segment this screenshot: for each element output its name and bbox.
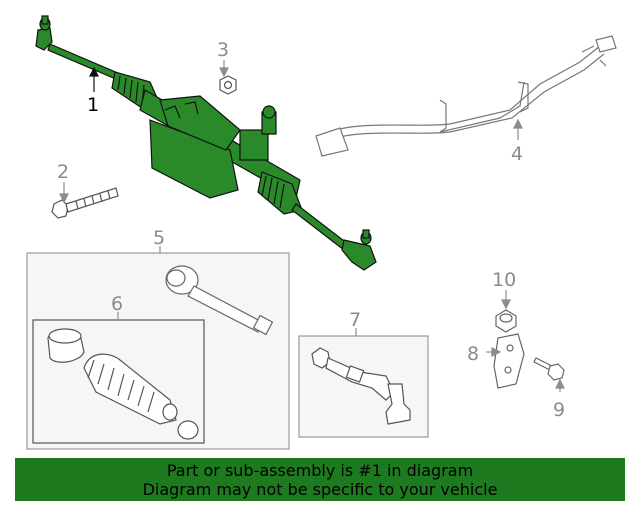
- inner-tie-rod-part-5[interactable]: [165, 265, 274, 336]
- motor-ribs: [164, 101, 199, 119]
- bolt-part-9[interactable]: [533, 357, 565, 381]
- left-stud-tip: [41, 15, 49, 25]
- leader-lines: [59, 60, 565, 392]
- callout-4: 4: [511, 143, 523, 165]
- pinion-housing: [239, 129, 269, 161]
- parts-diagram: 1 2 3 4 5 6 7 8 9 10: [26, 15, 617, 450]
- boot-kit-part-6[interactable]: [47, 328, 199, 440]
- callout-5: 5: [153, 227, 165, 249]
- callout-2: 2: [57, 161, 69, 183]
- left-tie-rod: [47, 43, 121, 81]
- right-boot: [257, 171, 303, 215]
- nut-part-3[interactable]: [219, 75, 237, 95]
- steering-rack-assembly[interactable]: [35, 15, 377, 271]
- nut-part-10[interactable]: [495, 309, 517, 333]
- callout-8: 8: [467, 343, 479, 365]
- callout-10: 10: [492, 269, 516, 291]
- pinion-input: [262, 105, 276, 119]
- right-stud-tip: [362, 229, 370, 239]
- motor-top: [159, 95, 241, 151]
- right-tie-rod: [291, 203, 349, 251]
- callout-3: 3: [217, 39, 229, 61]
- callout-9: 9: [553, 399, 565, 421]
- outer-tie-rod-end-part-7[interactable]: [311, 347, 411, 425]
- bracket-part-8[interactable]: [493, 333, 525, 389]
- banner-line-2: Diagram may not be specific to your vehi…: [142, 480, 498, 499]
- right-tie-rod-end: [341, 239, 377, 271]
- callout-1: 1: [87, 94, 99, 116]
- callout-7: 7: [349, 309, 361, 331]
- bolt-part-2[interactable]: [51, 187, 119, 219]
- diagram-notice-banner: Part or sub-assembly is #1 in diagram Di…: [15, 458, 625, 501]
- wiring-harness-part-4[interactable]: [315, 35, 617, 157]
- banner-line-1: Part or sub-assembly is #1 in diagram: [166, 461, 474, 480]
- callout-6: 6: [111, 293, 123, 315]
